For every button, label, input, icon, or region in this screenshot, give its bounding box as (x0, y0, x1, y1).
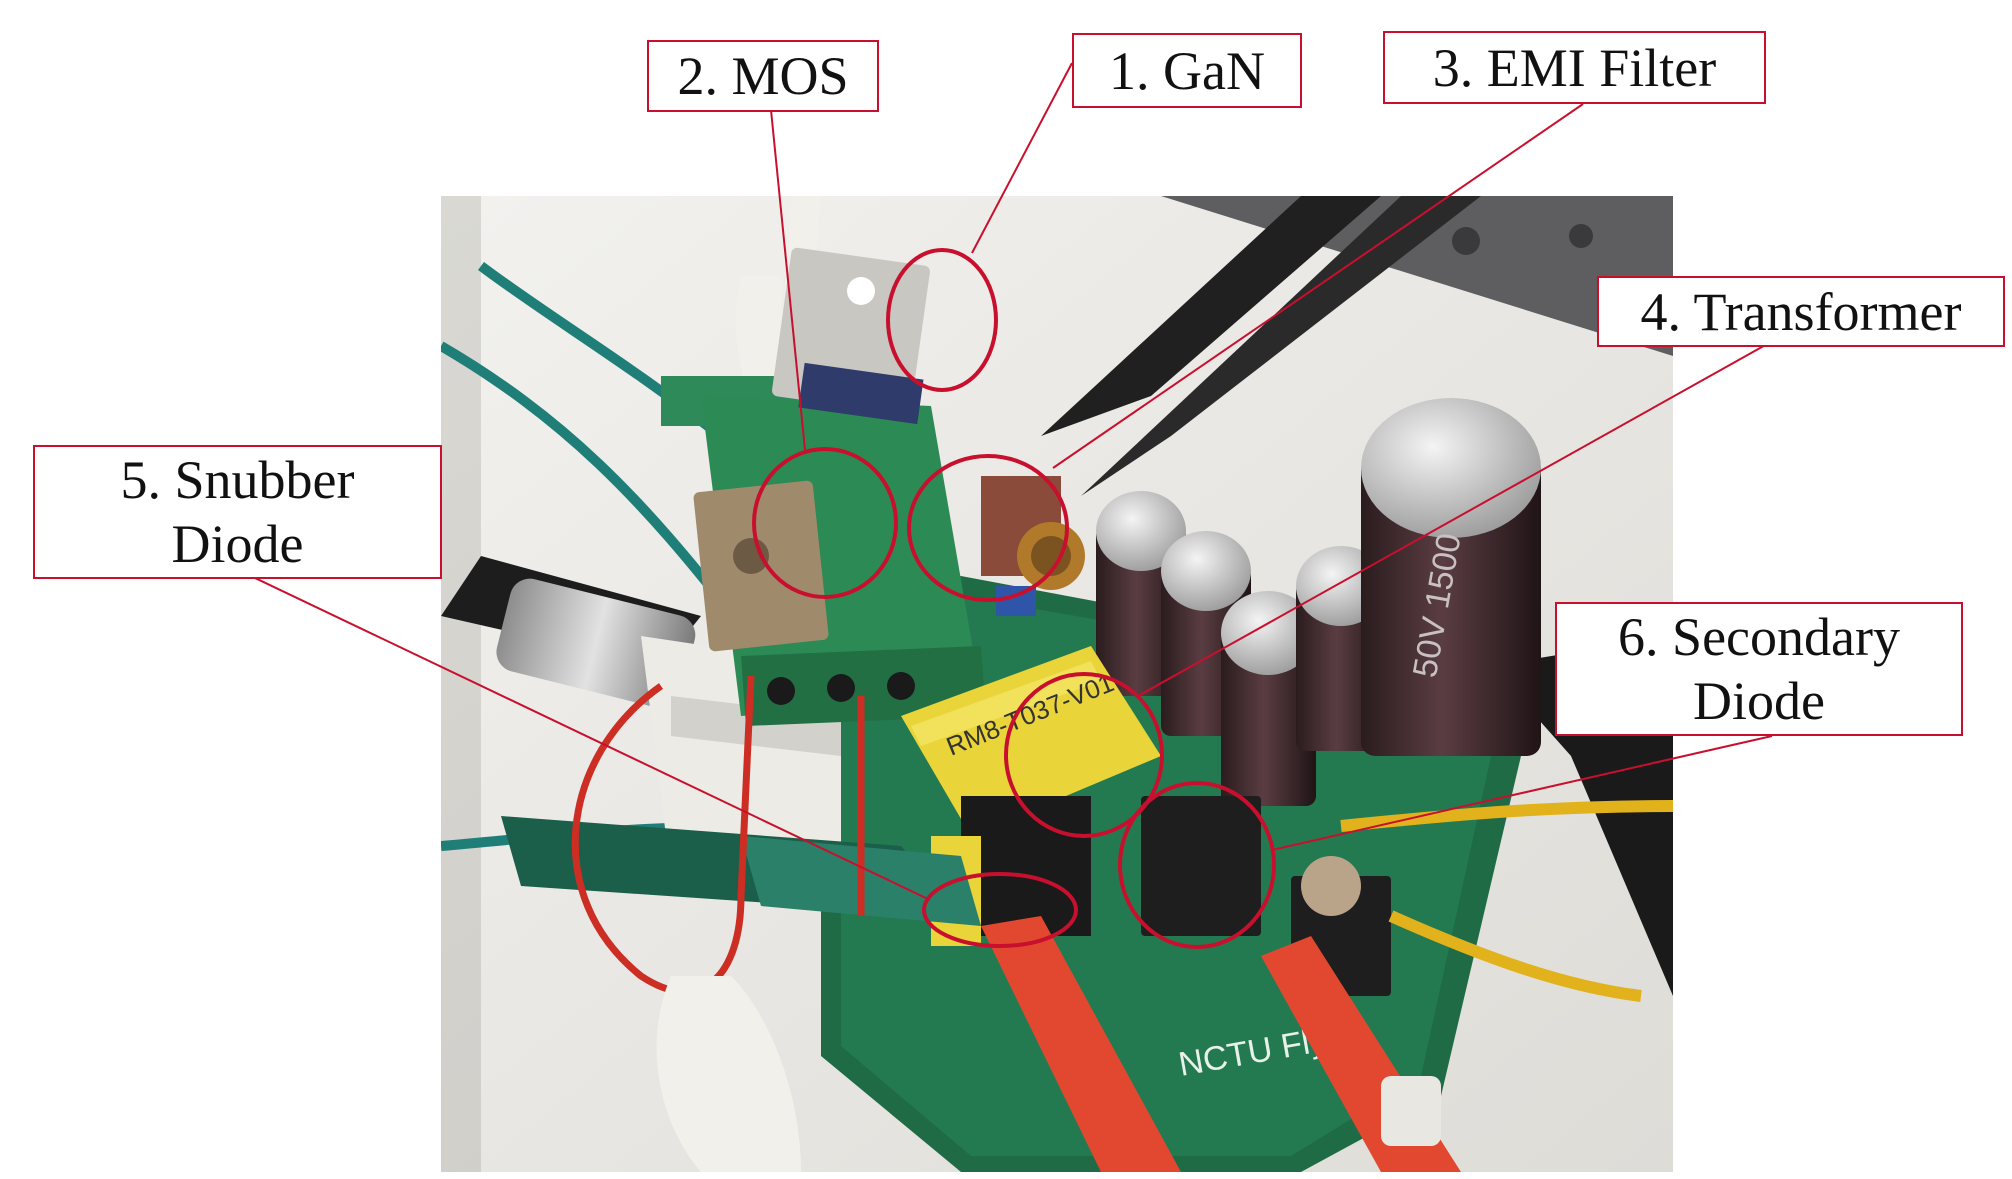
label-secondary-diode-line2: Diode (1693, 671, 1825, 731)
label-mos-text: 2. MOS (677, 46, 849, 106)
label-snubber-diode-line1: 5. Snubber (120, 450, 355, 510)
pcb-photo: NCTU Flyb (441, 196, 1673, 1172)
label-mos: 2. MOS (647, 40, 879, 112)
pcb-photo-image: NCTU Flyb (441, 196, 1673, 1172)
label-gan-text: 1. GaN (1109, 40, 1265, 101)
label-snubber-diode: 5. Snubber Diode (33, 445, 442, 579)
label-emi-filter: 3. EMI Filter (1383, 31, 1766, 104)
label-transformer-text: 4. Transformer (1640, 281, 1962, 342)
label-secondary-diode: 6. Secondary Diode (1555, 602, 1963, 736)
label-transformer: 4. Transformer (1597, 276, 2005, 347)
label-secondary-diode-line1: 6. Secondary (1618, 607, 1900, 667)
label-emi-filter-text: 3. EMI Filter (1432, 37, 1717, 98)
label-snubber-diode-line2: Diode (171, 514, 304, 574)
label-gan: 1. GaN (1072, 33, 1302, 108)
